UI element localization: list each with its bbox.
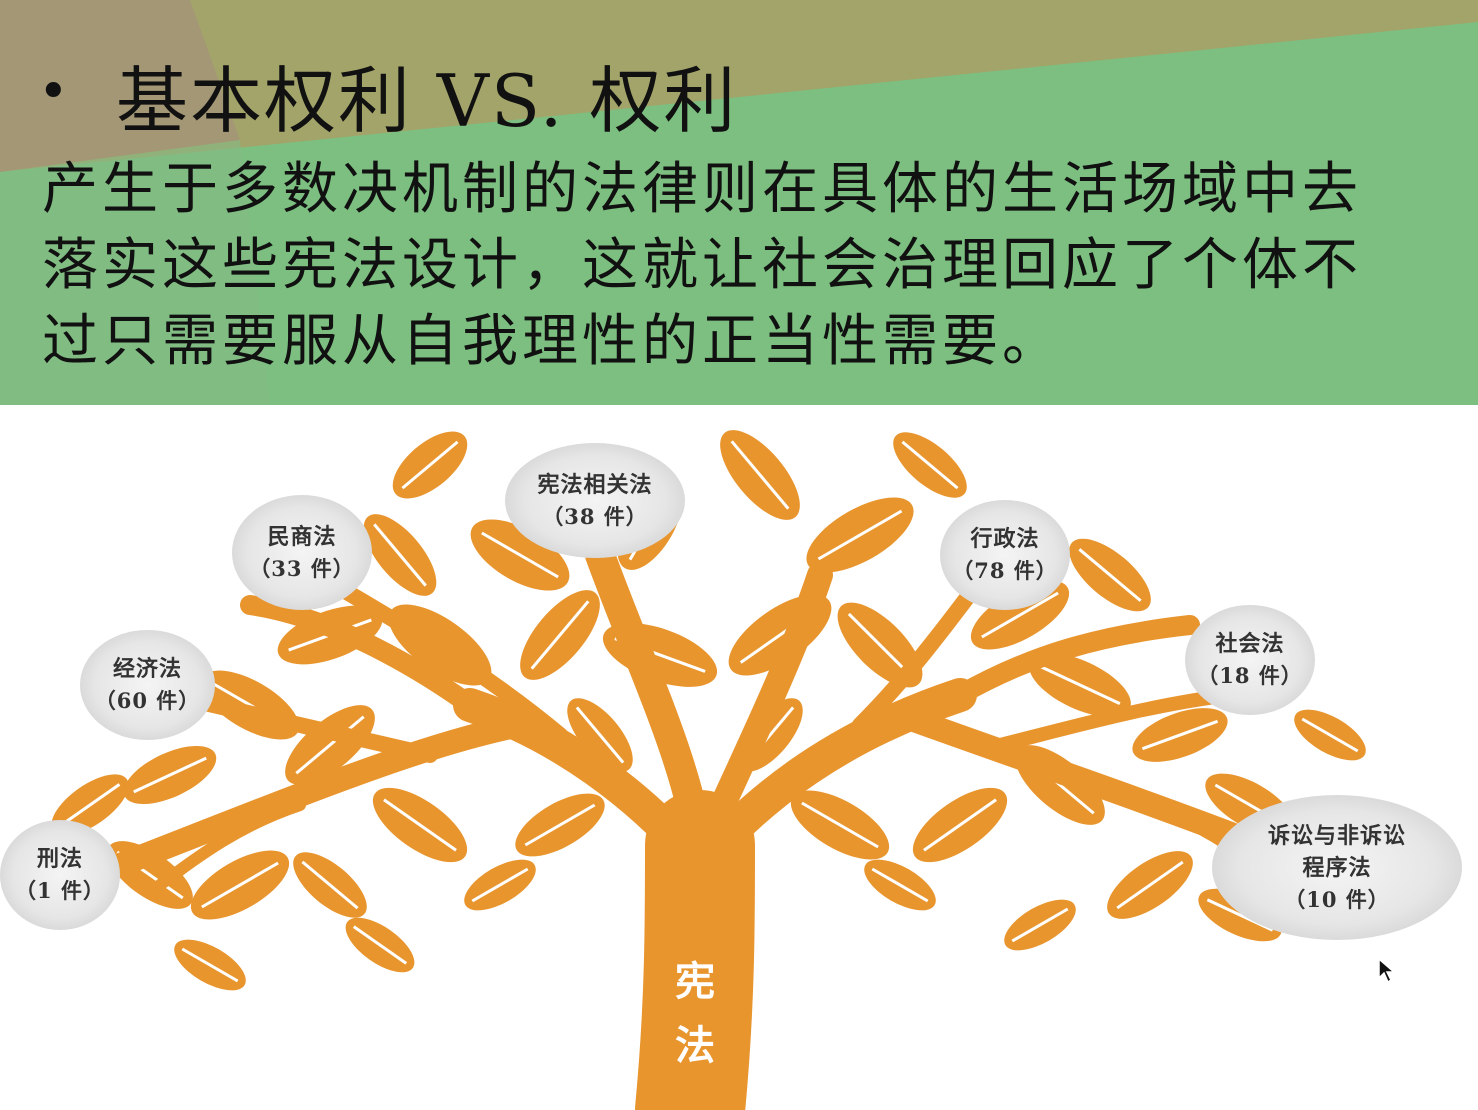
branch-count: （38 件） <box>542 503 648 529</box>
trunk-char-1: 宪 <box>675 959 715 1005</box>
tree-leaf-vein-34 <box>575 706 625 764</box>
slide-header: • 基本权利 VS. 权利 产生于多数决机制的法律则在具体的生活场域中去 落实这… <box>0 0 1478 405</box>
tree-leaf-vein-25 <box>1141 719 1219 751</box>
tree-leaf-vein-14 <box>981 591 1059 639</box>
header-background <box>0 0 1478 405</box>
tree-leaf-vein-15 <box>1078 548 1142 602</box>
tree-leaf-vein-23 <box>923 798 997 852</box>
tree-leaf-vein-16 <box>1039 665 1121 705</box>
branch-name: 诉讼与非诉讼 <box>1267 823 1406 849</box>
tree-leaf-vein-10 <box>530 600 590 670</box>
tree-branch-9 <box>950 615 1200 705</box>
tree-leaf-vein-28 <box>201 861 279 909</box>
branch-name: 行政法 <box>970 527 1040 552</box>
branch-node-constitution-related: 宪法相关法 （38 件） <box>505 443 685 558</box>
tree-leaf-vein-2 <box>481 531 559 579</box>
branch-name: 宪法相关法 <box>537 472 653 498</box>
branch-node-social: 社会法 （18 件） <box>1185 605 1315 715</box>
tree-leaf-vein-21 <box>524 803 596 847</box>
tree-leaf-vein-13 <box>847 612 913 678</box>
tree-branches <box>108 540 1276 1110</box>
trunk-char-2: 法 <box>675 1023 715 1069</box>
tree-leaf-vein-7 <box>373 523 427 587</box>
branch-count: （18 件） <box>1197 663 1303 688</box>
title-bullet: • <box>38 62 69 122</box>
branch-name: 社会法 <box>1215 632 1285 657</box>
branch-name-line-2: 程序法 <box>1302 855 1372 881</box>
branch-node-economic: 经济法 （60 件） <box>80 630 215 740</box>
mouse-cursor-icon <box>1378 958 1397 984</box>
tree-leaf-vein-6 <box>901 440 959 490</box>
tree-leaf-vein-37 <box>871 867 929 903</box>
tree-branch-10 <box>292 557 568 743</box>
law-tree-diagram: 宪 法 宪法相关法 （38 件） 民商法 （33 件） 行政法 （78 件） 经… <box>0 405 1478 1110</box>
branch-count: （60 件） <box>94 688 201 713</box>
tree-branch-7 <box>888 703 1272 857</box>
tree-branch-5 <box>687 562 833 868</box>
branch-name: 刑法 <box>36 847 83 872</box>
tree-branch-8 <box>240 595 480 715</box>
tree-leaf-vein-30 <box>1116 860 1184 910</box>
tree-branch-6 <box>108 713 532 877</box>
branch-node-administrative: 行政法 （78 件） <box>940 500 1070 610</box>
tree-leaf-vein-38 <box>352 925 408 965</box>
branch-node-civil-commercial: 民商法 （33 件） <box>232 495 372 610</box>
tree-branch-13 <box>993 688 1237 752</box>
tree-leaf-vein-1 <box>401 440 459 490</box>
tree-leaf-vein-4 <box>730 440 790 510</box>
branch-name: 经济法 <box>112 657 182 682</box>
tree-leaf-vein-39 <box>1011 907 1069 943</box>
tree-branch-14 <box>154 799 306 891</box>
tree-leaf-vein-40 <box>181 947 239 983</box>
tree-leaf-vein-20 <box>383 798 457 852</box>
body-line-3: 过只需要服从自我理性的正当性需要。 <box>42 309 1062 374</box>
tree-illustration <box>51 430 1366 1110</box>
body-line-1: 产生于多数决机制的法律则在具体的生活场域中去 <box>42 157 1362 222</box>
tree-leaf-vein-36 <box>471 867 529 903</box>
tree-leaf-vein-29 <box>301 860 359 910</box>
branch-count: （33 件） <box>249 555 355 581</box>
branch-count: （10 件） <box>1284 886 1390 912</box>
tree-leaf-vein-5 <box>817 509 903 561</box>
tree-leaf-vein-19 <box>295 715 365 775</box>
tree-leaf-vein-33 <box>1301 717 1359 753</box>
tree-branch-4 <box>585 540 715 870</box>
tree-leaf-vein-18 <box>133 756 207 794</box>
branch-count: （1 件） <box>15 878 105 903</box>
branch-node-criminal: 刑法 （1 件） <box>0 820 120 930</box>
tree-leaf-vein-22 <box>801 801 879 849</box>
slide-title: 基本权利 VS. 权利 <box>116 59 738 143</box>
slide-body-text: 产生于多数决机制的法律则在具体的生活场域中去 落实这些宪法设计，这就让社会治理回… <box>42 152 1442 380</box>
tree-leaf-vein-32 <box>59 783 121 827</box>
branch-node-procedure: 诉讼与非诉讼 程序法 （10 件） <box>1212 795 1462 940</box>
trunk-label: 宪 法 <box>660 950 730 1078</box>
body-line-2: 落实这些宪法设计，这就让社会治理回应了个体不 <box>42 233 1362 298</box>
branch-count: （78 件） <box>952 558 1058 583</box>
branch-name: 民商法 <box>267 524 337 550</box>
